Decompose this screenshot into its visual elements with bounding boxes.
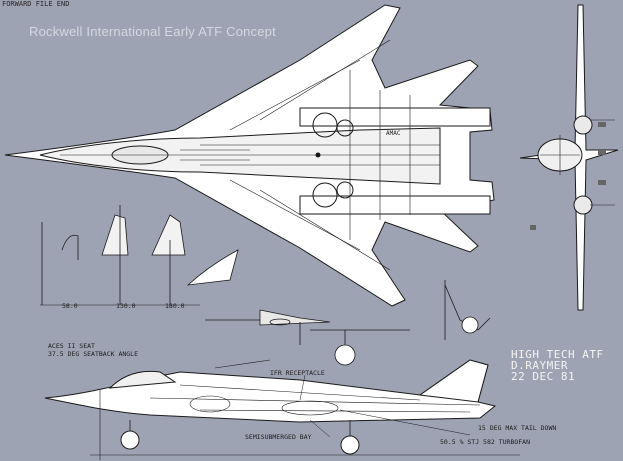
- canopy-angle-58: 58.0: [62, 302, 78, 310]
- plan-view-fuselage: [39, 127, 441, 185]
- tail-down-label: 15 DEG MAX TAIL DOWN: [478, 424, 557, 432]
- side-view-nose-wheel: [120, 430, 140, 450]
- rear-gear-wheel: [461, 316, 479, 334]
- plan-view-structure-lines: [60, 39, 440, 271]
- main-gear-wheel: [334, 344, 356, 366]
- plan-view-inlet-upper-2: [336, 119, 354, 137]
- plan-view-nacelle-upper: [299, 107, 491, 127]
- front-view-engine-upper: [573, 115, 593, 135]
- canopy-nose-detail: [186, 249, 239, 286]
- canopy-angle-180: 180.0: [165, 302, 185, 310]
- canopy-views: [40, 205, 239, 306]
- side-view-canopy: [108, 370, 177, 389]
- plan-view-inlet-lower: [312, 182, 338, 208]
- semisubmerged-bay-label: SEMISUBMERGED BAY: [245, 433, 312, 441]
- side-view-main-wheel: [340, 435, 360, 455]
- front-view-strut-marks: [530, 122, 606, 230]
- side-view: [44, 359, 520, 460]
- seat-note-line1: ACES II SEAT: [48, 342, 95, 350]
- stamp-line1: HIGH TECH ATF: [511, 348, 604, 361]
- seat-note-line2: 37.5 DEG SEATBACK ANGLE: [48, 350, 139, 358]
- side-view-structure-lines: [99, 359, 481, 460]
- plan-view-center-mark: [315, 152, 321, 158]
- canopy-view-58: [61, 234, 79, 260]
- designer-stamp: HIGH TECH ATF D.RAYMER 22 DEC 81: [511, 349, 604, 382]
- side-view-tail: [418, 359, 489, 403]
- plan-view: [4, 4, 495, 307]
- drawing-title: Rockwell International Early ATF Concept: [29, 24, 276, 39]
- canopy-view-180: [151, 214, 186, 256]
- front-view-detail-lines: [540, 119, 615, 206]
- plan-cockpit-tag: AMAC: [386, 130, 401, 137]
- corner-note: FORWARD FILE END: [2, 0, 70, 8]
- canopy-angle-130: 130.0: [116, 302, 136, 310]
- stamp-line2: D.RAYMER: [511, 359, 568, 372]
- ifr-receptacle-label: IFR RECEPTACLE: [270, 369, 325, 377]
- plan-view-inlet-lower-2: [336, 181, 354, 199]
- gear-views: [205, 280, 491, 366]
- turbofan-label: 50.5 % STJ 582 TURBOFAN: [440, 438, 531, 446]
- plan-view-inlet-upper: [312, 112, 338, 138]
- plan-view-nacelle-lower: [299, 195, 491, 215]
- front-view: [519, 4, 619, 311]
- canopy-view-130: [101, 214, 129, 256]
- stamp-line3: 22 DEC 81: [511, 370, 576, 383]
- front-view-engine-lower: [573, 195, 593, 215]
